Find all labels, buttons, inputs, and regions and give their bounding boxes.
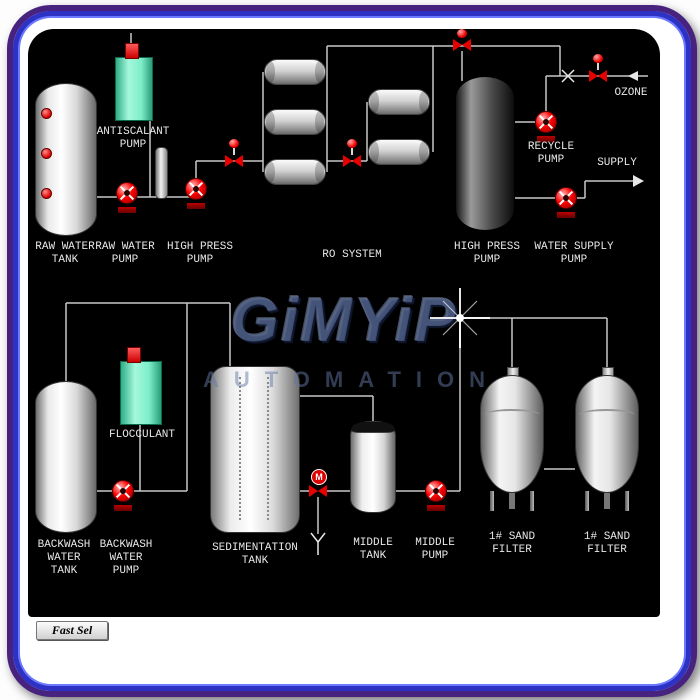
ro-membrane-vessel xyxy=(368,89,430,115)
level-indicator-icon xyxy=(41,108,52,119)
ozone-valve-icon[interactable] xyxy=(589,54,607,82)
level-indicator-icon xyxy=(41,188,52,199)
high-press-pump-icon[interactable] xyxy=(183,178,209,209)
high-press-tank xyxy=(455,76,515,231)
vent-valve-icon[interactable] xyxy=(453,29,471,51)
flocculant-label: FLOCCULANT xyxy=(108,429,176,441)
rivet-line xyxy=(239,377,241,520)
antiscalant-tank xyxy=(115,57,153,121)
piping-lines xyxy=(65,33,648,555)
ro-membrane-vessel xyxy=(368,139,430,165)
cartridge-filter xyxy=(155,147,168,199)
antiscalant-injector-icon xyxy=(125,43,139,59)
y-strainer-icon xyxy=(310,532,326,555)
ro-membrane-vessel xyxy=(264,159,326,185)
ozone-inlet-arrow xyxy=(628,71,638,81)
supply-label: SUPPLY xyxy=(597,157,637,169)
flocculant-tank xyxy=(120,361,162,425)
feed-valve-icon[interactable] xyxy=(225,139,243,167)
pipe-lines xyxy=(65,33,648,534)
sand-filter-1 xyxy=(480,367,544,517)
ro-membrane-vessel xyxy=(264,109,326,135)
recycle-pump-icon[interactable] xyxy=(533,111,559,142)
raw-water-pump-icon[interactable] xyxy=(114,182,140,213)
middle-pump-icon[interactable] xyxy=(423,480,449,511)
water-supply-pump-icon[interactable] xyxy=(553,187,579,218)
sedimentation-tank xyxy=(210,366,300,533)
motor-valve-icon[interactable] xyxy=(309,485,327,497)
backwash-water-tank xyxy=(35,381,97,533)
interstage-valve-icon[interactable] xyxy=(343,139,361,167)
starburst-icon xyxy=(430,288,490,348)
supply-arrow xyxy=(633,175,644,187)
injection-point-icon xyxy=(561,69,575,83)
level-indicator-icon xyxy=(41,148,52,159)
fast-sel-button[interactable]: Fast Sel xyxy=(36,621,108,640)
backwash-water-pump-icon[interactable] xyxy=(110,480,136,511)
sand-filter-2 xyxy=(575,367,639,517)
rivet-line xyxy=(267,377,269,520)
ro-membrane-vessel xyxy=(264,59,326,85)
motor-valve-actuator[interactable]: M xyxy=(311,469,327,485)
middle-tank xyxy=(350,421,396,513)
flocculant-injector-icon xyxy=(127,347,141,363)
raw-water-tank xyxy=(35,83,97,236)
ro-system-label: RO SYSTEM xyxy=(322,249,382,261)
ozone-label: OZONE xyxy=(614,87,648,99)
